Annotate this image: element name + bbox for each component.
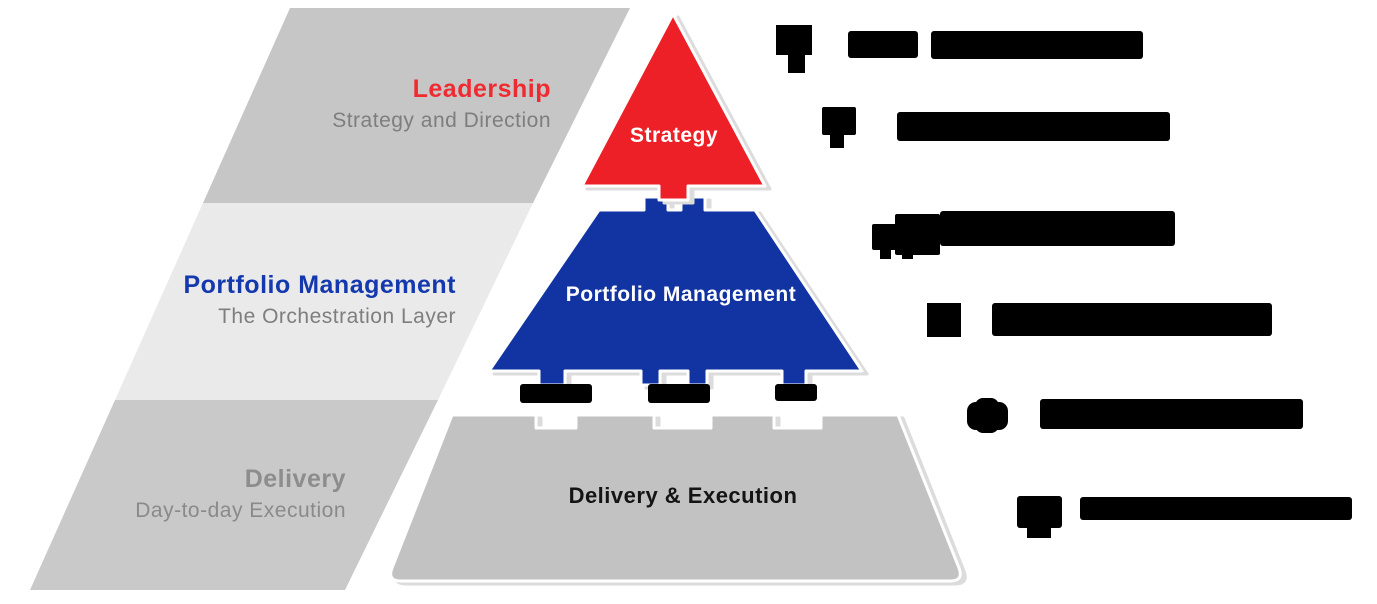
band-caption-delivery: Delivery Day-to-day Execution [135, 464, 346, 525]
connector-label-redacted [648, 384, 710, 403]
redacted-square-icon [927, 303, 961, 337]
band-subtitle: Strategy and Direction [332, 109, 551, 133]
legend-label-redacted [1040, 399, 1303, 429]
band-delivery-shape [30, 400, 438, 590]
redacted-blob-icon [967, 398, 1008, 433]
pyramid-level-delivery-shape [389, 413, 962, 583]
band-portfolio-shape [115, 203, 533, 400]
band-title: Leadership [412, 75, 551, 103]
pyramid-level-portfolio-shape [487, 195, 864, 387]
band-title: Delivery [244, 465, 346, 493]
legend-label-redacted [931, 31, 1143, 59]
connector-label-redacted [520, 384, 592, 403]
legend-label-redacted [848, 31, 918, 58]
redacted-chart-icon [872, 214, 940, 260]
pyramid-label-delivery: Delivery & Execution [568, 483, 798, 508]
legend-label-redacted [1080, 497, 1352, 520]
band-subtitle: Day-to-day Execution [135, 499, 346, 523]
band-subtitle: The Orchestration Layer [218, 305, 456, 329]
band-leadership-shape [203, 8, 630, 203]
redacted-mushroom-icon [776, 25, 814, 73]
legend-label-redacted [940, 211, 1175, 246]
connector-label-redacted [775, 384, 817, 401]
pyramid-label-portfolio: Portfolio Management [565, 283, 797, 306]
redacted-pin-icon [822, 107, 856, 148]
pyramid-level-strategy-shape [580, 12, 767, 202]
band-title: Portfolio Management [183, 271, 456, 299]
legend-label-redacted [897, 112, 1170, 141]
legend-label-redacted [992, 303, 1272, 336]
band-caption-leadership: Leadership Strategy and Direction [332, 74, 551, 135]
band-caption-portfolio: Portfolio Management The Orchestration L… [183, 270, 456, 331]
pyramid-label-strategy: Strategy [629, 124, 719, 147]
redacted-speech-bubble-icon [1017, 496, 1062, 538]
